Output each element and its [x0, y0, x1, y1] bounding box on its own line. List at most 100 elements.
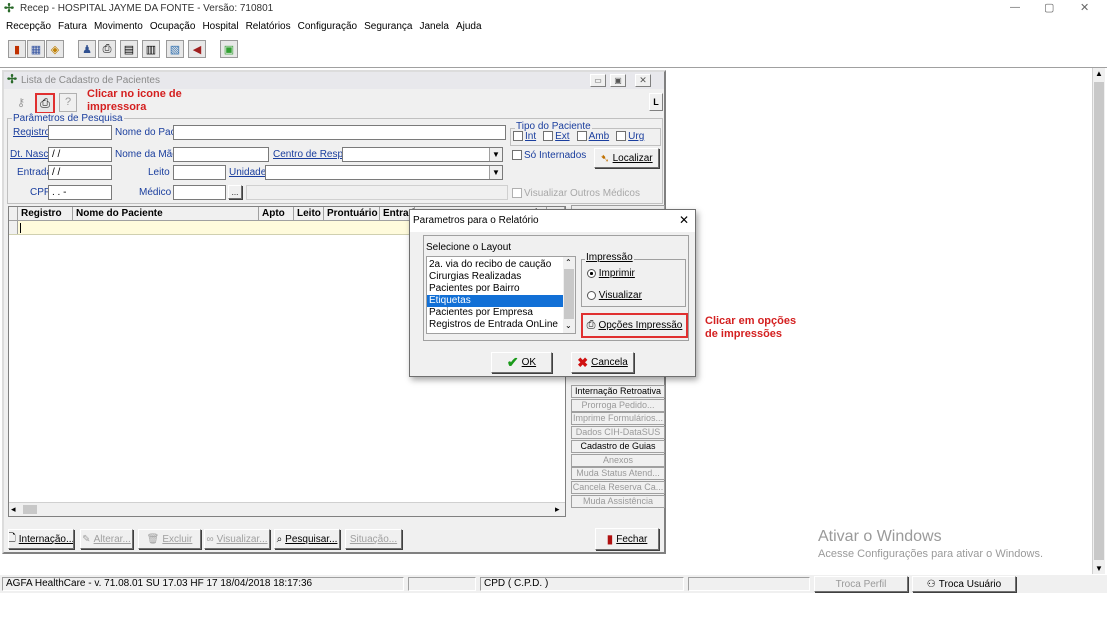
- medico-lookup-button[interactable]: ...: [228, 185, 242, 199]
- internacao-button[interactable]: 🗋Internação...: [8, 529, 74, 549]
- tipo-option-box[interactable]: [543, 131, 554, 142]
- print-button[interactable]: ⎙: [35, 93, 55, 114]
- menu-item-hospital[interactable]: Hospital: [202, 21, 239, 32]
- side-button-6[interactable]: Muda Status Atend...: [571, 467, 665, 481]
- troca-perfil-button[interactable]: Troca Perfil: [814, 576, 908, 592]
- restore-button[interactable]: ▢: [1044, 2, 1055, 14]
- table-icon[interactable]: ▥: [142, 40, 160, 58]
- minimize-button[interactable]: —: [1010, 2, 1020, 13]
- menu-item-movimento[interactable]: Movimento: [93, 21, 143, 32]
- user-icon[interactable]: ♟: [78, 40, 96, 58]
- visualizar-button[interactable]: ∞Visualizar...: [204, 529, 270, 549]
- col-leito[interactable]: Leito: [294, 207, 324, 221]
- list-scroll-up-icon[interactable]: ⌃: [565, 258, 572, 267]
- side-button-1[interactable]: Prorroga Pedido...: [571, 398, 665, 412]
- menu-item-relatorios[interactable]: Relatórios: [245, 21, 291, 32]
- tipo-option-int[interactable]: Int: [513, 131, 536, 142]
- grid-icon[interactable]: ▦: [27, 40, 45, 58]
- so-internados-checkbox[interactable]: Só Internados: [512, 150, 586, 161]
- fechar-button[interactable]: ▮Fechar: [595, 528, 659, 550]
- layout-item[interactable]: 2a. via do recibo de caução: [429, 259, 552, 270]
- pesquisar-button[interactable]: ⌕Pesquisar...: [274, 529, 340, 549]
- col-prontuario[interactable]: Prontuário: [324, 207, 380, 221]
- scroll-right-icon[interactable]: ▸: [555, 504, 560, 514]
- centro-dropdown-icon[interactable]: ▼: [489, 148, 502, 161]
- menu-item-seguranca[interactable]: Segurança: [364, 21, 413, 32]
- grid-hscrollbar[interactable]: ◂ ▸: [9, 502, 565, 516]
- side-button-7[interactable]: Cancela Reserva Ca...: [571, 480, 665, 494]
- layout-item[interactable]: Pacientes por Bairro: [429, 283, 520, 294]
- situacao-button[interactable]: Situação...: [345, 529, 402, 549]
- key-icon[interactable]: ⚷: [16, 97, 26, 109]
- alterar-button[interactable]: ✎Alterar...: [80, 529, 133, 549]
- menu-item-configuracao[interactable]: Configuração: [297, 21, 358, 32]
- medico-input[interactable]: [173, 185, 226, 200]
- so-internados-box[interactable]: [512, 150, 522, 161]
- side-button-2[interactable]: Imprime Formulários...: [571, 412, 665, 426]
- cancela-button[interactable]: ✖Cancela: [571, 352, 634, 373]
- tipo-option-urg[interactable]: Urg: [616, 131, 644, 142]
- side-button-0[interactable]: Internação Retroativa: [571, 385, 665, 398]
- scroll-up-icon[interactable]: ▲: [1095, 69, 1103, 78]
- dt-nasc-input[interactable]: / /: [48, 147, 112, 162]
- scroll-left-icon[interactable]: ◂: [11, 504, 16, 514]
- child-minimize-button[interactable]: ▭: [590, 74, 606, 87]
- small-l-button[interactable]: L: [649, 93, 663, 111]
- menu-item-recepcao[interactable]: Recepção: [6, 21, 52, 32]
- image-icon[interactable]: ▣: [220, 40, 238, 58]
- machine-icon[interactable]: ▤: [120, 40, 138, 58]
- col-registro[interactable]: Registro: [18, 207, 73, 221]
- nome-mae-input[interactable]: [173, 147, 269, 162]
- unidade-select[interactable]: ▼: [265, 165, 503, 180]
- ok-button[interactable]: ✔OK: [491, 352, 552, 373]
- mdi-scrollbar[interactable]: ▲ ▼: [1092, 68, 1105, 574]
- listbox-scrollbar[interactable]: ⌃ ⌄: [563, 257, 575, 333]
- menu-item-ajuda[interactable]: Ajuda: [455, 21, 482, 32]
- radio-visualizar-dot[interactable]: [587, 290, 596, 300]
- help-icon[interactable]: ?: [59, 93, 77, 112]
- side-button-5[interactable]: Anexos: [571, 453, 665, 467]
- tipo-option-ext[interactable]: Ext: [543, 131, 570, 142]
- opcoes-impressao-button[interactable]: ⎙Opções Impressão: [581, 313, 688, 338]
- troca-usuario-button[interactable]: ⚇Troca Usuário: [912, 576, 1016, 592]
- layout-item[interactable]: Registros de Entrada OnLine: [429, 319, 558, 330]
- side-button-4[interactable]: Cadastro de Guias: [571, 439, 665, 453]
- layout-item[interactable]: Cirurgias Realizadas: [429, 271, 522, 282]
- excluir-button[interactable]: 🗑Excluir: [138, 529, 201, 549]
- localizar-button[interactable]: ➷Localizar: [594, 148, 659, 168]
- printer-icon[interactable]: ⎙: [98, 40, 116, 58]
- list-scroll-thumb[interactable]: [564, 269, 574, 319]
- scroll-down-icon[interactable]: ▼: [1095, 564, 1103, 573]
- visualizar-outros-checkbox[interactable]: Visualizar Outros Médicos: [512, 188, 640, 199]
- layout-item[interactable]: Pacientes por Empresa: [429, 307, 533, 318]
- tipo-option-amb[interactable]: Amb: [576, 131, 609, 142]
- menu-item-fatura[interactable]: Fatura: [58, 21, 87, 32]
- tipo-option-box[interactable]: [616, 131, 627, 142]
- hscroll-thumb[interactable]: [23, 505, 37, 514]
- compass-icon[interactable]: ◈: [46, 40, 64, 58]
- side-button-3[interactable]: Dados CIH-DataSUS: [571, 426, 665, 440]
- layout-item[interactable]: Etiquetas: [427, 295, 563, 307]
- speaker-icon[interactable]: ◀: [188, 40, 206, 58]
- menu-item-janela[interactable]: Janela: [419, 21, 449, 32]
- radio-visualizar[interactable]: Visualizar: [587, 290, 642, 301]
- cpf-input[interactable]: . . -: [48, 185, 112, 200]
- close-button[interactable]: ✕: [1080, 2, 1090, 14]
- tipo-option-box[interactable]: [513, 131, 523, 142]
- child-close-button[interactable]: ✕: [635, 74, 651, 87]
- list-scroll-down-icon[interactable]: ⌄: [565, 321, 572, 330]
- radio-imprimir[interactable]: Imprimir: [587, 268, 635, 279]
- radio-imprimir-dot[interactable]: [587, 268, 596, 278]
- unidade-dropdown-icon[interactable]: ▼: [489, 166, 502, 179]
- col-nome-paciente[interactable]: Nome do Paciente: [73, 207, 259, 221]
- registro-input[interactable]: [48, 125, 112, 140]
- chart-icon[interactable]: ▮: [8, 40, 26, 58]
- centro-select[interactable]: ▼: [342, 147, 503, 162]
- nome-pac-input[interactable]: [173, 125, 506, 140]
- entrada-input[interactable]: / /: [48, 165, 112, 180]
- scroll-thumb[interactable]: [1094, 82, 1104, 560]
- col-apto[interactable]: Apto: [259, 207, 294, 221]
- child-restore-button[interactable]: ▣: [610, 74, 626, 87]
- document-icon[interactable]: ▧: [166, 40, 184, 58]
